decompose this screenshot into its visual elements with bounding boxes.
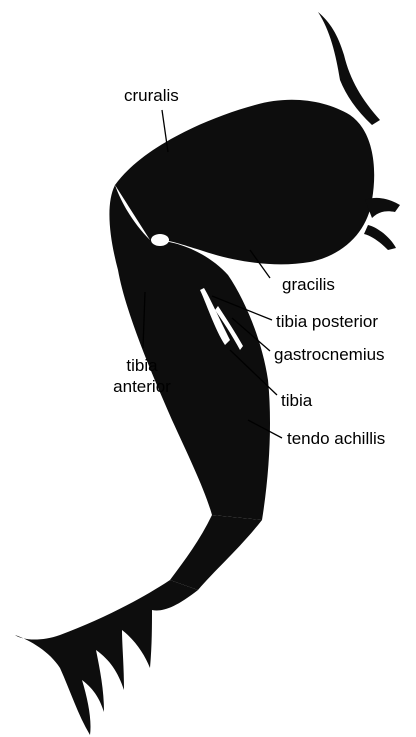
label-tibia-posterior: tibia posterior — [276, 312, 378, 331]
label-gracilis: gracilis — [282, 275, 335, 294]
foot — [15, 580, 198, 735]
pelvis-projection-2 — [364, 225, 396, 250]
label-tendo-achillis: tendo achillis — [287, 429, 385, 448]
label-tibia-anterior-line2: anterior — [100, 377, 184, 396]
tarsus — [170, 515, 262, 590]
label-tibia-anterior-line1: tibia — [112, 356, 172, 375]
ankle-highlight — [174, 530, 190, 550]
label-cruralis: cruralis — [124, 86, 179, 105]
pelvis-projection — [365, 198, 400, 218]
label-gastrocnemius: gastrocnemius — [274, 345, 385, 364]
knee-highlight — [151, 234, 169, 246]
label-tibia: tibia — [281, 391, 312, 410]
